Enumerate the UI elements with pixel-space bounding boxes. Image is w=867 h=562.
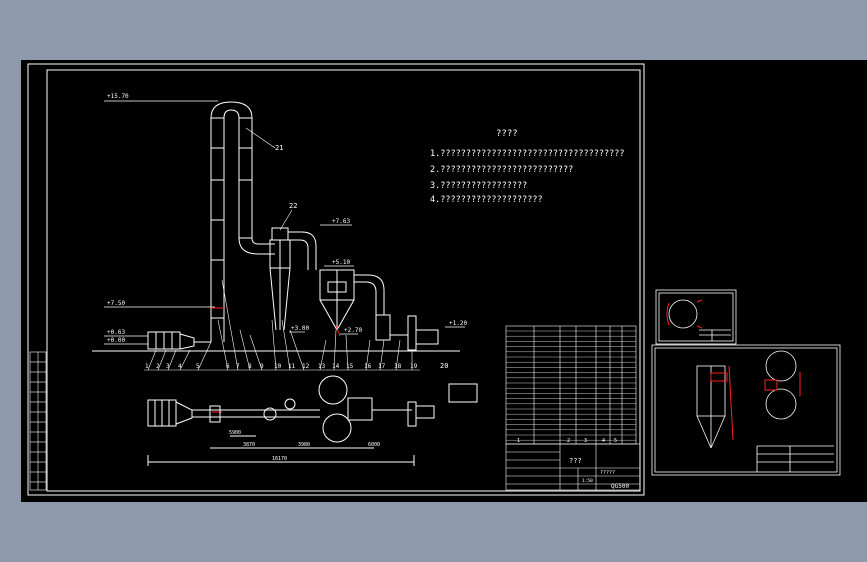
elev-mid-2: +2.70 bbox=[344, 327, 362, 334]
elevation-view bbox=[147, 101, 439, 351]
dim-3980: 3980 bbox=[298, 442, 310, 448]
detail-sheet-2-red bbox=[710, 365, 801, 441]
leader-lines bbox=[144, 127, 420, 371]
callout-item: 9 bbox=[260, 363, 264, 370]
callout-item: 5 bbox=[196, 363, 200, 370]
callout-item: 14 bbox=[332, 363, 340, 370]
detail-sheet-1-red bbox=[666, 299, 703, 329]
left-revision-strip bbox=[29, 351, 47, 491]
callout-item: 6 bbox=[226, 363, 230, 370]
dim-6000: 6000 bbox=[368, 442, 380, 448]
drawing-sheet bbox=[21, 60, 867, 502]
title-drawing-no: ????? bbox=[600, 470, 615, 476]
callout-item: 3 bbox=[166, 363, 170, 370]
callout-item: 4 bbox=[178, 363, 182, 370]
title-scale: 1:50 bbox=[582, 478, 593, 484]
bom-col-5: 5 bbox=[614, 438, 617, 444]
bom-col-3: 3 bbox=[584, 438, 587, 444]
callout-21: 21 bbox=[275, 144, 283, 152]
dim-3870: 3870 bbox=[243, 442, 255, 448]
title-code: QG500 bbox=[611, 483, 629, 490]
bom-col-2: 2 bbox=[567, 438, 570, 444]
equipment-20-box bbox=[448, 383, 478, 403]
callout-item: 17 bbox=[378, 363, 386, 370]
elev-right: +1.20 bbox=[449, 320, 467, 327]
main-inner-frame bbox=[46, 69, 641, 492]
callout-item: 12 bbox=[302, 363, 310, 370]
elev-mid-left: +7.50 bbox=[107, 300, 125, 307]
callout-item: 15 bbox=[346, 363, 354, 370]
plan-view bbox=[147, 375, 435, 466]
elevation-marks bbox=[104, 100, 465, 345]
elev-top: +15.70 bbox=[107, 93, 129, 100]
callout-item: 18 bbox=[394, 363, 402, 370]
elev-low-left-1: +0.63 bbox=[107, 329, 125, 336]
note-item-1: 1.???????????????????????????????????? bbox=[430, 149, 624, 159]
elev-low-left-2: +0.00 bbox=[107, 337, 125, 344]
bom-col-1: 1 bbox=[517, 438, 520, 444]
bom-rows bbox=[506, 330, 636, 441]
callout-item: 16 bbox=[364, 363, 372, 370]
note-item-4: 4.???????????????????? bbox=[430, 195, 543, 205]
callout-item: 2 bbox=[156, 363, 160, 370]
elev-mid-1: +3.00 bbox=[291, 325, 309, 332]
callout-item: 10 bbox=[274, 363, 282, 370]
dim-total: 16170 bbox=[272, 456, 287, 462]
elev-cyclone-top: +7.63 bbox=[332, 218, 350, 225]
callout-20: 20 bbox=[440, 362, 448, 370]
notes-title: ???? bbox=[496, 129, 518, 139]
callout-22: 22 bbox=[289, 202, 297, 210]
title-block bbox=[505, 443, 641, 491]
main-outer-frame bbox=[27, 63, 645, 496]
title-name: ??? bbox=[569, 457, 582, 465]
note-item-3: 3.????????????????? bbox=[430, 181, 527, 191]
callout-item: 11 bbox=[288, 363, 296, 370]
detail-sheet-1 bbox=[655, 289, 737, 345]
callout-item: 8 bbox=[248, 363, 252, 370]
callout-item: 19 bbox=[410, 363, 418, 370]
bom-table bbox=[505, 325, 637, 445]
callout-item: 7 bbox=[236, 363, 240, 370]
elev-filter-top: +5.10 bbox=[332, 259, 350, 266]
bom-col-4: 4 bbox=[602, 438, 605, 444]
bom-header-cells: 1 2 3 4 5 bbox=[517, 438, 617, 444]
callout-item: 1 bbox=[145, 363, 149, 370]
dim-5900: 5900 bbox=[229, 430, 241, 436]
note-item-2: 2.?????????????????????????? bbox=[430, 165, 573, 175]
callout-item: 13 bbox=[318, 363, 326, 370]
